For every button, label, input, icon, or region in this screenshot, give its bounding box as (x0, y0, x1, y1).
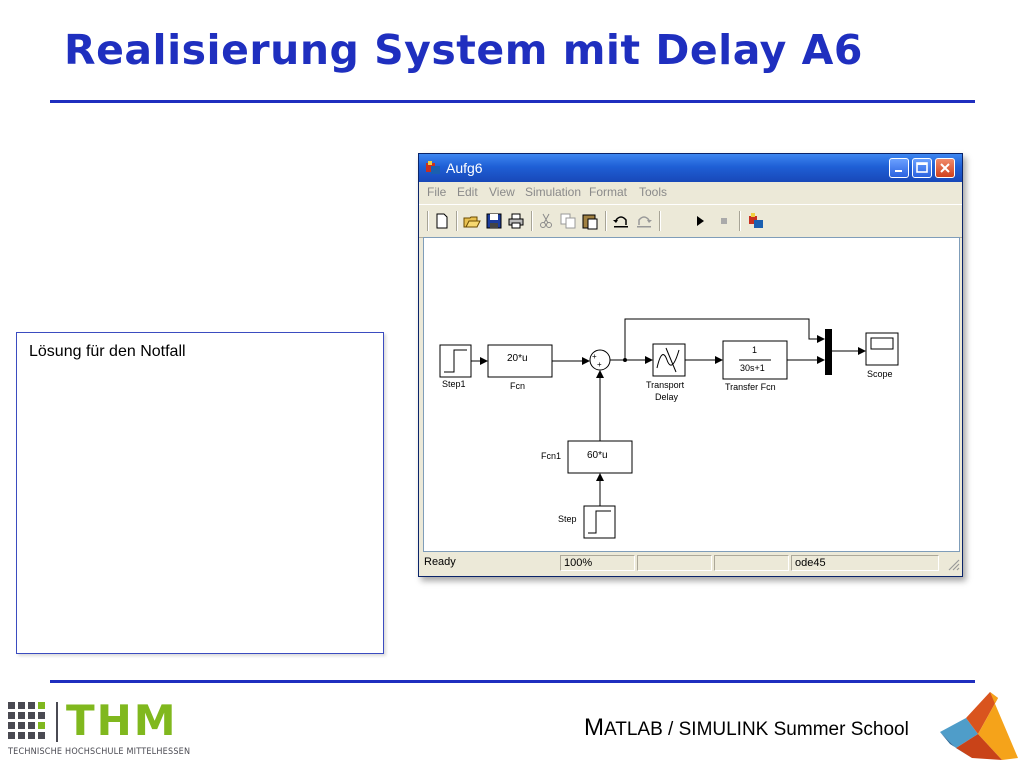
footer-course-title: MATLAB / SIMULINK Summer School (584, 714, 909, 742)
window-title: Aufg6 (446, 160, 483, 176)
sum-plus-2: + (597, 360, 602, 369)
menu-format[interactable]: Format (589, 185, 628, 199)
footer-cap: M (584, 714, 604, 741)
status-blank-1 (637, 555, 712, 571)
signal-lines (471, 318, 866, 506)
minimize-button[interactable] (889, 158, 909, 178)
branch-point (623, 358, 627, 362)
copy-icon[interactable] (559, 212, 577, 230)
menu-simulation[interactable]: Simulation (525, 185, 582, 199)
toolbar-separator (605, 211, 607, 231)
close-button[interactable] (935, 158, 955, 178)
transport-delay-label-1: Transport (646, 380, 685, 390)
thm-wordmark: THM (66, 696, 178, 745)
title-divider (50, 100, 975, 103)
cut-icon[interactable] (537, 212, 555, 230)
transport-delay-label-2: Delay (655, 392, 679, 402)
status-ready: Ready (424, 556, 456, 568)
simulink-window: Aufg6 File Edit View Simulation Format T… (418, 153, 963, 577)
library-icon[interactable] (747, 212, 765, 230)
notfall-label: Lösung für den Notfall (29, 343, 186, 360)
toolbar-separator (456, 211, 458, 231)
thm-dots-icon (8, 702, 45, 739)
status-zoom: 100% (560, 555, 635, 571)
menu-tools[interactable]: Tools (639, 185, 668, 199)
scope-label: Scope (867, 369, 893, 379)
stop-icon[interactable] (715, 212, 733, 230)
fcn1-expression: 60*u (587, 450, 608, 461)
transport-delay-block[interactable] (652, 343, 686, 377)
simulink-app-icon (426, 161, 440, 174)
play-icon[interactable] (691, 212, 709, 230)
fcn1-label: Fcn1 (541, 451, 562, 461)
open-icon[interactable] (463, 212, 481, 230)
paste-icon[interactable] (581, 212, 599, 230)
toolbar-separator (427, 211, 429, 231)
toolbar-separator (531, 211, 533, 231)
sum-plus-1: + (592, 352, 597, 361)
status-blank-2 (714, 555, 789, 571)
toolbar-separator (739, 211, 741, 231)
thm-subtitle: TECHNISCHE HOCHSCHULE MITTELHESSEN (8, 747, 191, 757)
status-bar: Ready 100% ode45 (419, 553, 962, 573)
new-icon[interactable] (433, 212, 451, 230)
menu-file[interactable]: File (427, 185, 447, 199)
step1-label: Step1 (442, 379, 466, 389)
menu-bar: File Edit View Simulation Format Tools (419, 182, 962, 202)
toolbar (419, 204, 962, 238)
thm-logo: THM TECHNISCHE HOCHSCHULE MITTELHESSEN (8, 696, 198, 762)
mux-block[interactable] (825, 329, 832, 375)
redo-icon[interactable] (635, 212, 653, 230)
menu-edit[interactable]: Edit (457, 185, 478, 199)
save-icon[interactable] (485, 212, 503, 230)
fcn-block[interactable] (487, 344, 553, 378)
print-icon[interactable] (507, 212, 525, 230)
undo-icon[interactable] (612, 212, 630, 230)
transfer-fcn-label: Transfer Fcn (725, 382, 776, 392)
notfall-textbox: Lösung für den Notfall (16, 332, 384, 654)
status-solver: ode45 (791, 555, 939, 571)
toolbar-separator (659, 211, 661, 231)
thm-divider (56, 702, 58, 742)
step-label: Step (558, 514, 577, 524)
transfer-fcn-numerator: 1 (752, 345, 758, 355)
transfer-fcn-block[interactable] (722, 340, 788, 380)
matlab-logo-icon (940, 692, 1018, 760)
scope-block[interactable] (865, 332, 899, 366)
maximize-button[interactable] (912, 158, 932, 178)
menu-view[interactable]: View (489, 185, 515, 199)
transfer-fcn-denominator: 30s+1 (740, 363, 765, 373)
resize-grip-icon[interactable] (946, 557, 960, 571)
window-titlebar[interactable]: Aufg6 (419, 154, 962, 182)
footer-rest: ATLAB / SIMULINK Summer School (604, 719, 909, 740)
model-canvas[interactable]: Step1 20*u Fcn + + Transport Delay 1 30s… (423, 237, 960, 552)
footer-divider (50, 680, 975, 683)
step1-block[interactable] (439, 344, 472, 378)
fcn-label: Fcn (510, 381, 526, 391)
model-diagram (439, 318, 899, 539)
step-block[interactable] (583, 505, 616, 539)
slide-title: Realisierung System mit Delay A6 (64, 26, 863, 74)
fcn-expression: 20*u (507, 353, 528, 364)
